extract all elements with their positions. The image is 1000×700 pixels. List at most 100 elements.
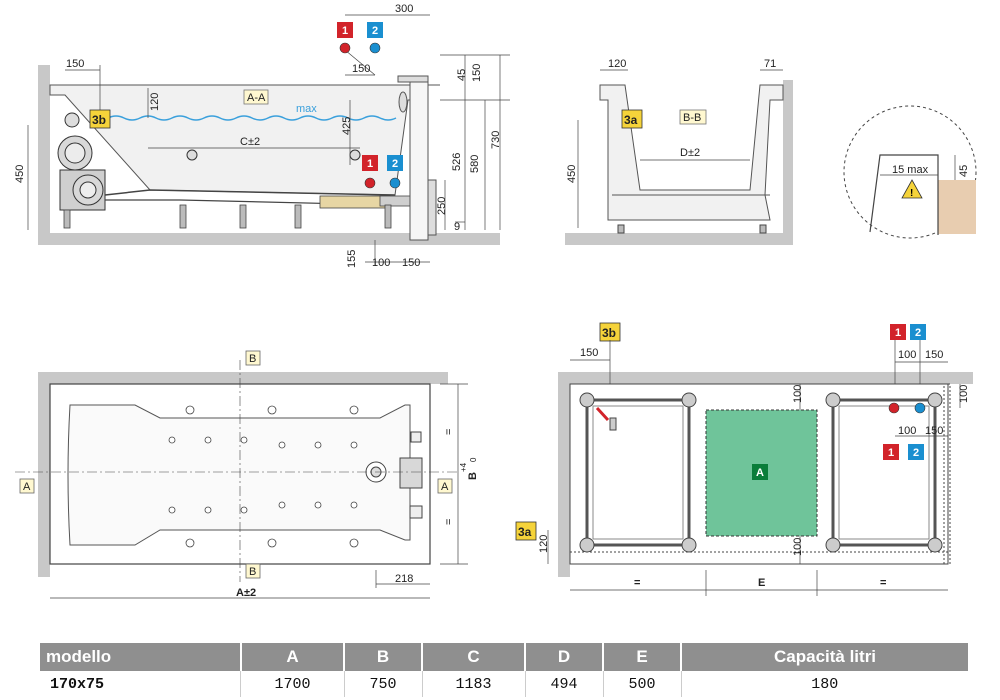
base-hot-tag-mid: 1 — [883, 444, 899, 460]
svg-text:3a: 3a — [518, 525, 532, 539]
max-label: max — [296, 103, 317, 115]
cell-e: 500 — [603, 671, 682, 697]
svg-text:A: A — [441, 481, 449, 493]
base-dim-100-right-edge: 100 — [958, 385, 970, 403]
jet-icon — [186, 149, 198, 161]
base-eq-left: = — [634, 577, 640, 589]
support-legs — [63, 204, 392, 229]
marker-b-top: B — [245, 350, 261, 366]
spec-table: modello A B C D E Capacità litri 170x75 … — [40, 643, 968, 697]
bb-dim-120: 120 — [608, 58, 626, 70]
table-header-row: modello A B C D E Capacità litri — [40, 643, 968, 671]
dim-100-bottom: 100 — [372, 257, 390, 269]
cell-modello: 170x75 — [40, 671, 242, 697]
svg-text:1: 1 — [895, 327, 901, 339]
d-dimension-label: D±2 — [680, 147, 700, 159]
frame-left — [585, 398, 691, 547]
c-dimension-label: C±2 — [240, 136, 260, 148]
svg-text:3b: 3b — [602, 326, 616, 340]
cold-water-tag-side: 2 — [387, 155, 403, 189]
plan-eq-bottom: = — [443, 519, 455, 525]
svg-text:2: 2 — [392, 158, 398, 170]
svg-text:3a: 3a — [624, 113, 638, 127]
dim-526: 526 — [451, 153, 463, 171]
svg-text:1: 1 — [888, 447, 894, 459]
base-tag-3a: 3a — [515, 521, 537, 541]
a-dimension-label: A±2 — [236, 587, 256, 599]
header-c: C — [422, 643, 527, 671]
cell-a: 1700 — [240, 671, 345, 697]
wall-back — [38, 65, 50, 245]
dim-120: 120 — [149, 93, 161, 111]
base-cold-tag-mid: 2 — [908, 444, 924, 460]
cold-water-tag-top: 2 — [367, 22, 383, 54]
svg-text:B: B — [249, 353, 256, 365]
tag-3b: 3b — [89, 109, 111, 129]
header-a: A — [240, 643, 346, 671]
svg-text:A: A — [23, 481, 31, 493]
header-b: B — [344, 643, 423, 671]
plan-view: B B A A = = B +4 0 A±2 218 — [15, 350, 479, 599]
dim-9: 9 — [454, 221, 460, 233]
section-bb-title: B-B — [683, 112, 701, 124]
dim-150-left: 150 — [66, 58, 84, 70]
section-aa-view: max A-A — [14, 3, 510, 269]
dim-150-right: 150 — [471, 64, 483, 82]
bb-tub-shell — [599, 84, 784, 221]
dim-730: 730 — [490, 131, 502, 149]
hot-inlet-icon — [339, 42, 351, 54]
dim-300: 300 — [395, 3, 413, 15]
marker-a-right: A — [437, 478, 453, 494]
dim-450: 450 — [14, 165, 26, 183]
base-hot-outlet — [888, 402, 900, 414]
table-row: 170x75 1700 750 1183 494 500 180 — [40, 671, 968, 697]
dim-155: 155 — [346, 250, 358, 268]
marker-b-bottom: B — [245, 563, 261, 579]
header-modello: modello — [40, 643, 242, 671]
dim-250: 250 — [436, 197, 448, 215]
base-view: A 3b 3a 1 2 1 2 — [515, 322, 973, 596]
detail-view: 15 max 45 ! — [843, 105, 977, 239]
svg-text:B: B — [249, 566, 256, 578]
base-eq-right: = — [880, 577, 886, 589]
base-cold-tag-top: 2 — [910, 324, 926, 340]
cold-inlet-icon — [369, 42, 381, 54]
base-dim-150-top-right: 150 — [925, 349, 943, 361]
plan-dim-218: 218 — [395, 573, 413, 585]
svg-text:!: ! — [910, 188, 913, 199]
technical-drawing: max A-A — [14, 3, 977, 599]
e-dimension-label: E — [758, 577, 765, 589]
base-dim-120: 120 — [538, 535, 550, 553]
base-cold-outlet — [914, 402, 926, 414]
detail-45: 45 — [958, 165, 970, 177]
base-dim-100-top-right: 100 — [898, 349, 916, 361]
plan-tub-basin — [67, 404, 411, 546]
section-aa-title: A-A — [247, 92, 266, 104]
dim-45: 45 — [456, 69, 468, 81]
plan-jets — [168, 405, 359, 548]
base-dim-100-mid: 100 — [898, 425, 916, 437]
floor — [38, 233, 500, 245]
svg-text:2: 2 — [915, 327, 921, 339]
hot-water-tag-side: 1 — [362, 155, 378, 189]
cell-capacita: 180 — [811, 675, 839, 693]
base-dim-150-mid: 150 — [925, 425, 943, 437]
svg-text:2: 2 — [372, 25, 378, 37]
svg-text:2: 2 — [913, 447, 919, 459]
hot-water-tag-top: 1 — [337, 22, 353, 54]
b-tolerance-zero: 0 — [469, 457, 478, 462]
bb-dim-71: 71 — [764, 58, 776, 70]
base-dim-100-vert: 100 — [792, 385, 804, 403]
dim-580: 580 — [469, 155, 481, 173]
warning-icon — [901, 179, 923, 199]
section-bb-view: B-B D±2 120 71 450 3a — [565, 58, 793, 245]
base-hot-tag-top: 1 — [890, 324, 906, 340]
b-tolerance-plus: +4 — [459, 462, 468, 472]
dim-150-bottom: 150 — [402, 257, 420, 269]
marker-a-left: A — [19, 478, 35, 494]
cell-b: 750 — [344, 671, 423, 697]
frame-right — [831, 398, 937, 547]
base-dim-150: 150 — [580, 347, 598, 359]
dim-150-top: 150 — [352, 63, 370, 75]
header-capacita: Capacità litri — [681, 643, 968, 671]
